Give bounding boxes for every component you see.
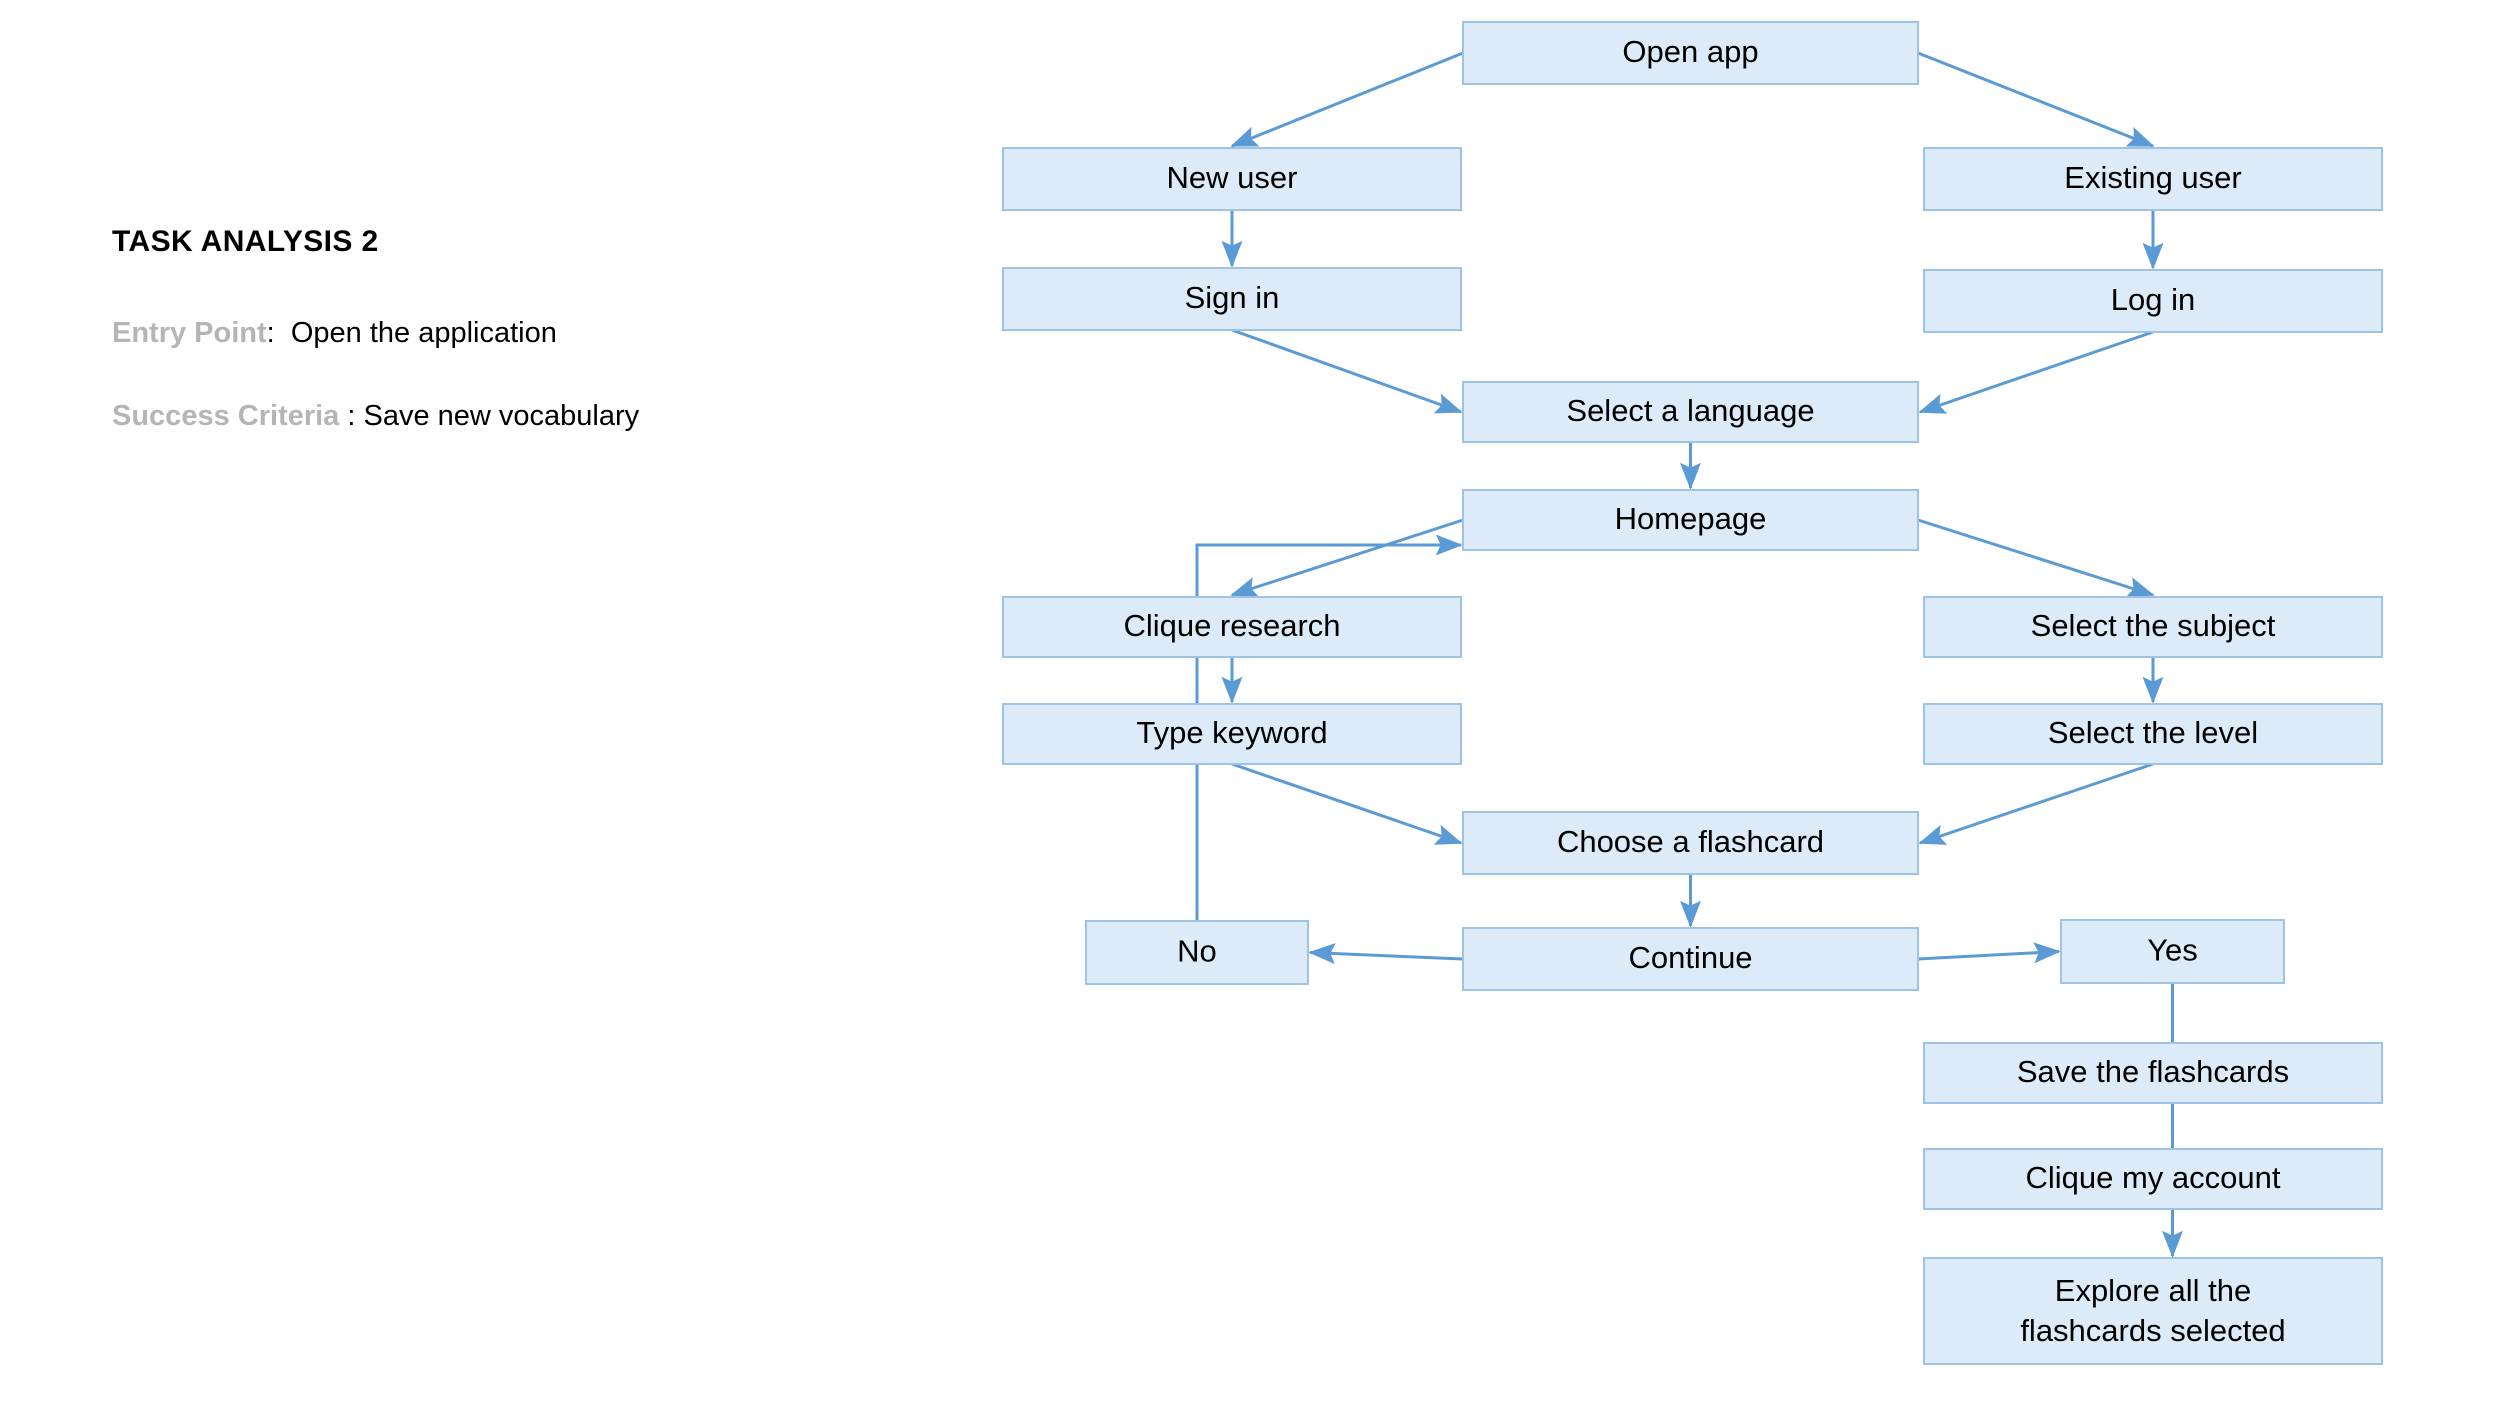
node-box [1002, 147, 1462, 211]
flow-edge-log-in-to-select-lang [1918, 330, 2154, 414]
entry-point-row: Entry Point: Open the application [112, 316, 872, 351]
node-label: Select the subject [2031, 608, 2276, 643]
node-label: Select the level [2048, 715, 2258, 750]
flow-edge-continue-to-no [1308, 943, 1464, 965]
node-box [1923, 1257, 2383, 1365]
node-box [1923, 1148, 2383, 1210]
node-label: Yes [2147, 933, 2198, 968]
flow-edge-open-app-to-existing-user [1917, 51, 2155, 148]
node-box [1923, 147, 2383, 211]
flow-edge-homepage-to-clique-res [1230, 518, 1464, 598]
node-label: Open app [1622, 34, 1758, 69]
flow-edge-select-level-to-choose-fc [1918, 762, 2154, 845]
task-analysis-panel: TASK ANALYSIS 2 Entry Point: Open the ap… [112, 225, 872, 482]
flow-node-save-fc[interactable]: Save the flashcards [1923, 1042, 2383, 1104]
flow-node-no[interactable]: No [1085, 920, 1309, 985]
node-box [1462, 811, 1919, 875]
entry-point-label: Entry Point [112, 317, 267, 349]
node-label: Homepage [1615, 501, 1767, 536]
node-label: No [1177, 934, 1217, 969]
node-box [1002, 267, 1462, 331]
edge-layer [1195, 51, 2183, 1258]
flow-node-log-in[interactable]: Log in [1923, 269, 2383, 333]
node-label: Save the flashcards [2017, 1054, 2289, 1089]
flow-node-clique-res[interactable]: Clique research [1002, 596, 1462, 658]
node-box [1462, 381, 1919, 443]
flow-node-open-app[interactable]: Open app [1462, 21, 1919, 85]
flow-node-type-kw[interactable]: Type keyword [1002, 703, 1462, 765]
node-label: Sign in [1185, 280, 1280, 315]
flow-node-choose-fc[interactable]: Choose a flashcard [1462, 811, 1919, 875]
flow-node-yes[interactable]: Yes [2060, 919, 2285, 984]
node-box [1923, 703, 2383, 765]
flow-node-homepage[interactable]: Homepage [1462, 489, 1919, 551]
flow-edge-sign-in-to-select-lang [1231, 328, 1463, 414]
node-label: Select a language [1566, 393, 1814, 428]
flow-edge-continue-to-yes [1917, 942, 2061, 964]
success-criteria-label: Success Criteria [112, 399, 340, 432]
node-box [1085, 920, 1309, 985]
flow-node-new-user[interactable]: New user [1002, 147, 1462, 211]
flow-node-continue[interactable]: Continue [1462, 927, 1919, 991]
flow-edge-type-kw-to-choose-fc [1231, 762, 1463, 845]
node-box [2060, 919, 2285, 984]
node-label: New user [1167, 160, 1298, 195]
node-box [1462, 927, 1919, 991]
node-box [1923, 1042, 2383, 1104]
node-label: Log in [2111, 282, 2195, 317]
node-label: Choose a flashcard [1557, 824, 1824, 859]
success-criteria-value: Save new vocabulary [363, 399, 640, 432]
node-label: Clique my account [2025, 1160, 2280, 1195]
node-label: Clique research [1123, 608, 1340, 643]
node-label: Continue [1628, 940, 1752, 975]
node-label: Existing user [2064, 160, 2241, 195]
flow-edge-homepage-to-select-subj [1917, 518, 2155, 598]
flow-node-select-lang[interactable]: Select a language [1462, 381, 1919, 443]
success-criteria-separator: : [347, 399, 356, 432]
node-box [1923, 596, 2383, 658]
flow-node-select-subj[interactable]: Select the subject [1923, 596, 2383, 658]
flow-node-select-level[interactable]: Select the level [1923, 703, 2383, 765]
page-title: TASK ANALYSIS 2 [112, 225, 379, 258]
flow-edge-open-app-to-new-user [1230, 51, 1464, 148]
node-box [1002, 596, 1462, 658]
success-criteria-row: Success Criteria : Save new vocabulary [112, 399, 872, 434]
node-box [1923, 269, 2383, 333]
flow-node-existing-user[interactable]: Existing user [1923, 147, 2383, 211]
node-label: Type keyword [1136, 715, 1327, 750]
node-box [1462, 489, 1919, 551]
node-box [1462, 21, 1919, 85]
flow-node-clique-acct[interactable]: Clique my account [1923, 1148, 2383, 1210]
node-box [1002, 703, 1462, 765]
entry-point-value: Open the application [290, 317, 557, 349]
entry-point-separator: : [266, 317, 275, 349]
flow-node-sign-in[interactable]: Sign in [1002, 267, 1462, 331]
flow-edge-no-to-homepage [1195, 534, 1463, 921]
